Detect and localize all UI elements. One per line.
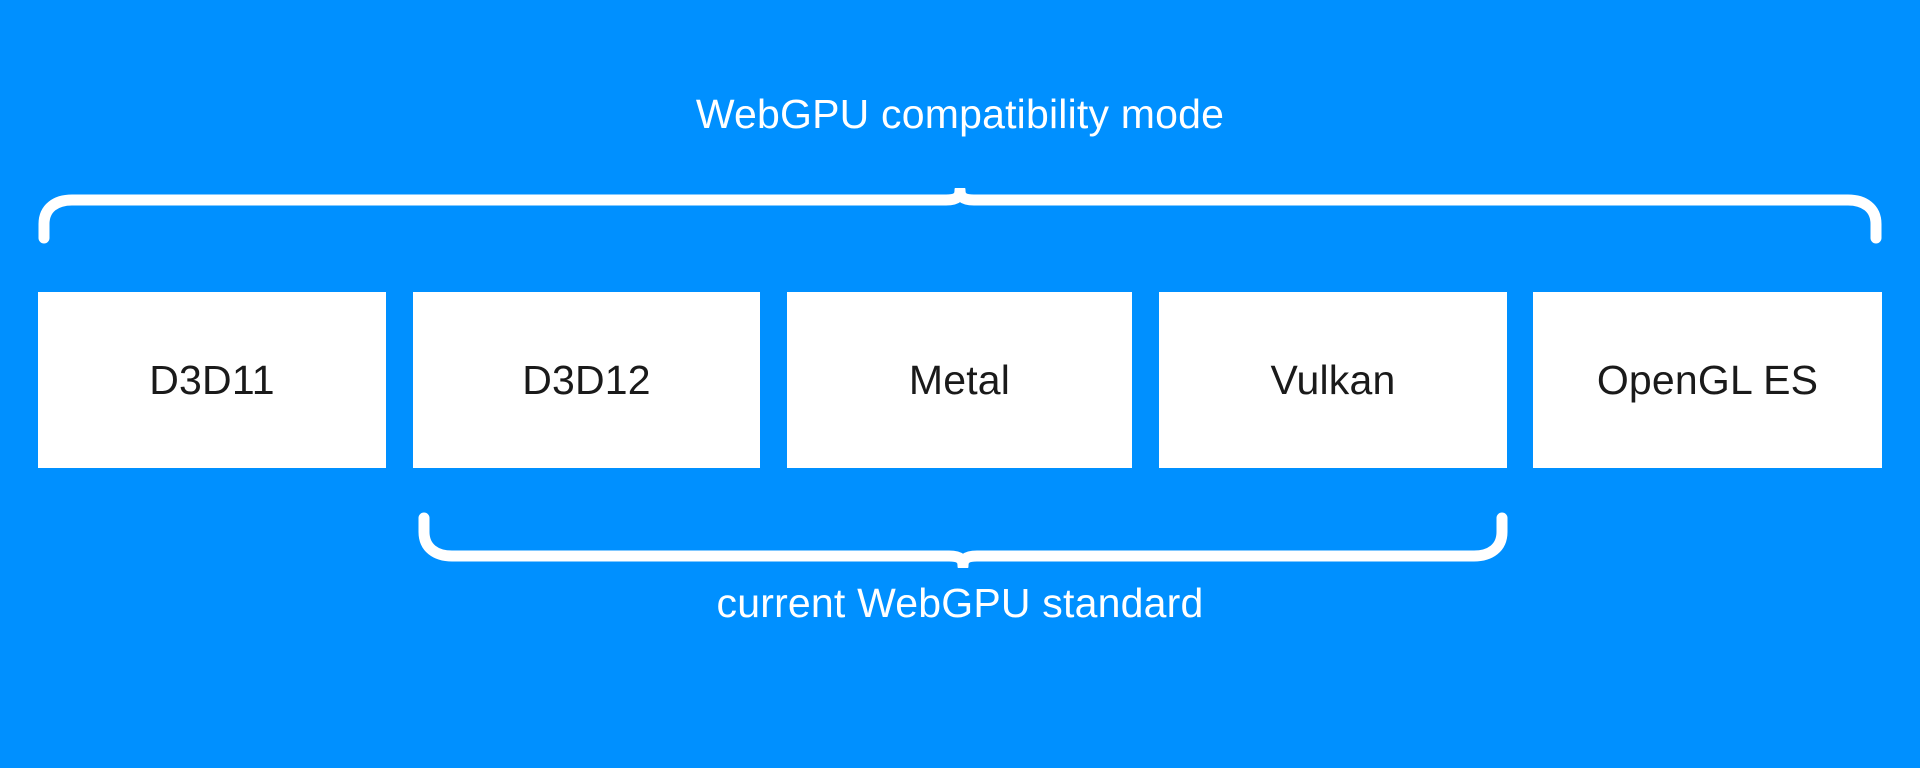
api-box-d3d11[interactable]: D3D11 [38,292,386,468]
api-box-d3d12[interactable]: D3D12 [413,292,760,468]
bottom-group-label: current WebGPU standard [716,580,1204,626]
api-box-label: Vulkan [1270,356,1396,403]
api-box-label: D3D11 [149,356,275,403]
api-box-opengl-es[interactable]: OpenGL ES [1533,292,1882,468]
top-group-brace-icon [38,188,1882,244]
api-box-label: Metal [908,356,1011,403]
top-group-label: WebGPU compatibility mode [695,91,1225,137]
api-box-row: D3D11 D3D12 Metal Vulkan OpenGL ES [0,292,1920,468]
api-box-label: D3D12 [522,356,651,403]
api-box-metal[interactable]: Metal [787,292,1132,468]
api-box-label: OpenGL ES [1596,356,1819,403]
bottom-group-brace-icon [418,512,1508,568]
api-box-vulkan[interactable]: Vulkan [1159,292,1507,468]
